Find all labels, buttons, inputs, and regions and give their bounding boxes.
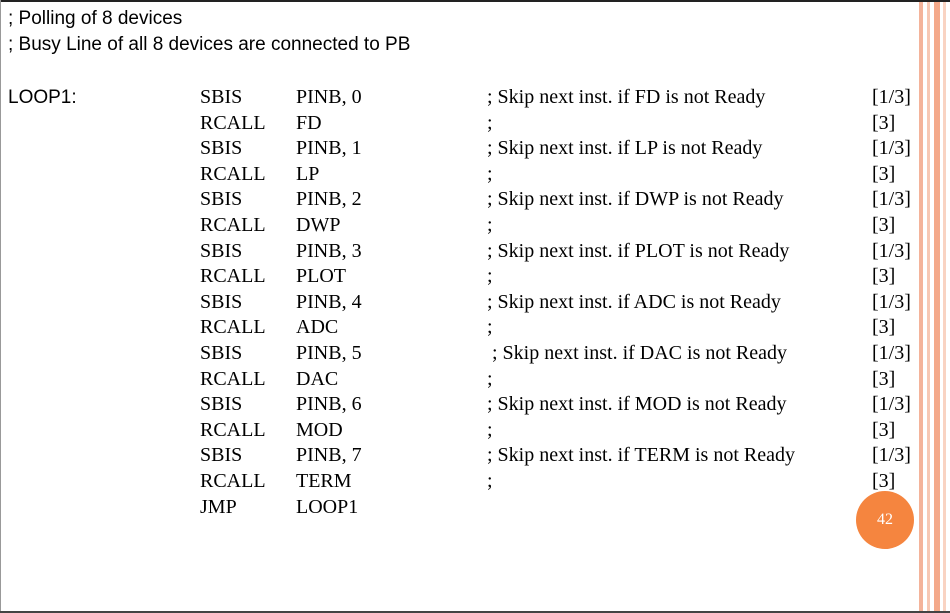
comment: ; — [487, 265, 493, 288]
page-number-badge: 42 — [856, 491, 914, 549]
operand: DWP — [296, 213, 341, 236]
code-row: SBIS PINB, 1 ; Skip next inst. if LP is no… — [0, 137, 920, 163]
code-row: SBIS PINB, 7 ; Skip next inst. if TERM is … — [0, 444, 920, 470]
operand: PINB, 1 — [296, 137, 362, 160]
opcode: SBIS — [200, 444, 243, 467]
operand: PINB, 0 — [296, 86, 362, 108]
left-border — [0, 0, 1, 613]
comment: ; Skip next inst. if ADC is not Ready — [487, 290, 781, 313]
cycle-count: [3] — [872, 111, 896, 134]
opcode: RCALL — [200, 111, 266, 134]
code-row: RCALL PLOT; [3] — [0, 265, 920, 291]
cycle-count: [3] — [872, 469, 896, 492]
loop-label: LOOP1: — [8, 87, 77, 108]
opcode: SBIS — [200, 239, 243, 262]
code-row: RCALL ADC; [3] — [0, 316, 920, 342]
operand: PINB, 7 — [296, 444, 362, 467]
comment: ; — [487, 162, 493, 185]
operand: DAC — [296, 367, 339, 390]
cycle-count: [3] — [872, 367, 896, 390]
operand: PLOT — [296, 265, 346, 288]
operand: PINB, 5 — [296, 341, 362, 364]
cycle-count: [3] — [872, 418, 896, 441]
opcode: JMP — [200, 495, 237, 518]
operand: PINB, 4 — [296, 290, 362, 313]
cycle-count: [1/3] — [872, 393, 911, 416]
opcode: RCALL — [200, 316, 266, 339]
cycle-count: [3] — [872, 213, 896, 236]
comment: ; Skip next inst. if MOD is not Ready — [487, 393, 787, 416]
comment: ; Skip next inst. if FD is not Ready — [487, 86, 766, 108]
code-row: RCALL MOD; [3] — [0, 419, 920, 445]
code-row: SBIS PINB, 3 ; Skip next inst. if PLOT is … — [0, 240, 920, 266]
cycle-count: [1/3] — [872, 239, 911, 262]
operand: MOD — [296, 418, 343, 441]
code-row: RCALL TERM; [3] — [0, 470, 920, 496]
comment: ; — [487, 469, 493, 492]
operand: TERM — [296, 469, 352, 492]
operand: FD — [296, 111, 322, 134]
cycle-count: [1/3] — [872, 86, 911, 108]
opcode: RCALL — [200, 469, 266, 492]
code-listing: SBIS PINB, 0 ; Skip next inst. if FD is no… — [0, 86, 920, 521]
right-decoration-stripe — [934, 2, 940, 611]
opcode: RCALL — [200, 367, 266, 390]
code-row: SBIS PINB, 4 ; Skip next inst. if ADC is n… — [0, 291, 920, 317]
opcode: SBIS — [200, 341, 243, 364]
right-decoration-stripe — [927, 2, 930, 611]
comment: ; — [487, 213, 493, 236]
cycle-count: [3] — [872, 316, 896, 339]
header-comment-polling: ; Polling of 8 devices — [8, 8, 183, 29]
comment: ; Skip next inst. if TERM is not Ready — [487, 444, 795, 467]
comment: ; Skip next inst. if PLOT is not Ready — [487, 239, 790, 262]
top-border — [0, 0, 950, 2]
code-row: SBIS PINB, 5 ; Skip next inst. if DAC is … — [0, 342, 920, 368]
comment: ; — [487, 111, 493, 134]
opcode: SBIS — [200, 137, 243, 160]
opcode: SBIS — [200, 86, 243, 108]
cycle-count: [1/3] — [872, 341, 911, 364]
comment: ; Skip next inst. if LP is not Ready — [487, 137, 763, 160]
cycle-count: [1/3] — [872, 188, 911, 211]
right-decoration-stripe — [919, 2, 923, 611]
comment: ; — [487, 316, 493, 339]
operand: PINB, 6 — [296, 393, 362, 416]
opcode: RCALL — [200, 418, 266, 441]
cycle-count: [3] — [872, 265, 896, 288]
opcode: SBIS — [200, 393, 243, 416]
comment: ; Skip next inst. if DAC is not Ready — [487, 341, 787, 364]
cycle-count: [1/3] — [872, 444, 911, 467]
operand: PINB, 3 — [296, 239, 362, 262]
operand: PINB, 2 — [296, 188, 362, 211]
code-row: RCALL LP; [3] — [0, 163, 920, 189]
opcode: RCALL — [200, 162, 266, 185]
opcode: RCALL — [200, 265, 266, 288]
cycle-count: [3] — [872, 162, 896, 185]
comment: ; — [487, 418, 493, 441]
code-row: SBIS PINB, 0 ; Skip next inst. if FD is no… — [0, 86, 920, 112]
code-row: SBIS PINB, 2 ; Skip next inst. if DWP is n… — [0, 188, 920, 214]
operand: LOOP1 — [296, 495, 359, 518]
operand: ADC — [296, 316, 339, 339]
opcode: SBIS — [200, 290, 243, 313]
right-decoration-stripe — [943, 2, 946, 611]
cycle-count: [1/3] — [872, 290, 911, 313]
opcode: RCALL — [200, 213, 266, 236]
header-comment-busy-line: ; Busy Line of all 8 devices are connect… — [8, 34, 411, 55]
cycle-count: [1/3] — [872, 137, 911, 160]
comment: ; Skip next inst. if DWP is not Ready — [487, 188, 784, 211]
operand: LP — [296, 162, 320, 185]
code-row: RCALL FD; [3] — [0, 112, 920, 138]
comment: ; — [487, 367, 493, 390]
code-row: RCALL DAC; [3] — [0, 368, 920, 394]
code-row: RCALL DWP; [3] — [0, 214, 920, 240]
opcode: SBIS — [200, 188, 243, 211]
bottom-border — [0, 611, 950, 613]
code-row: SBIS PINB, 6 ; Skip next inst. if MOD is n… — [0, 393, 920, 419]
